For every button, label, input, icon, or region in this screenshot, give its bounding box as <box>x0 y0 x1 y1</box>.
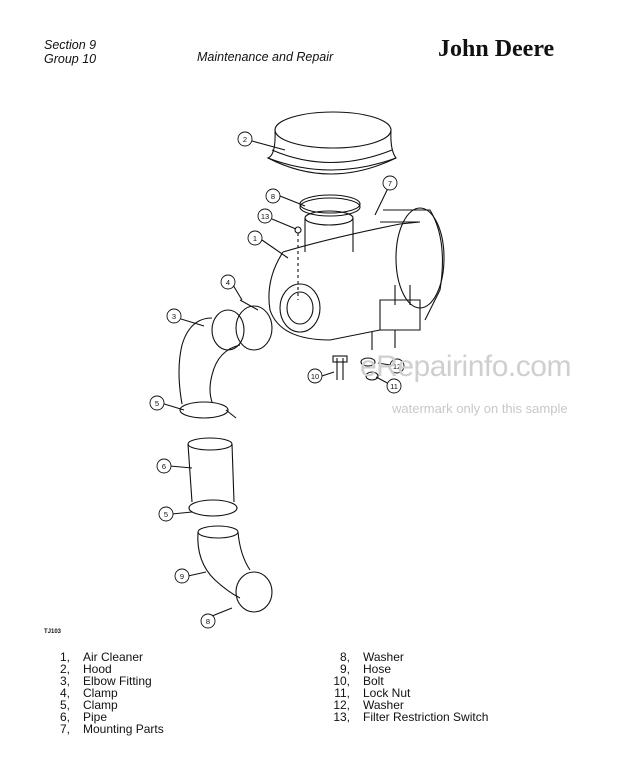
callout-circle <box>265 188 281 204</box>
callout-circle <box>166 308 182 324</box>
figure-code: TJ103 <box>44 629 62 635</box>
legend-row: 13, Filter Restriction Switch <box>328 711 488 723</box>
exploded-parts-diagram: 2 7 8 13 1 4 3 10 12 11 5 6 5 9 8 <box>149 111 445 629</box>
legend-row: 2, Hood <box>48 663 164 675</box>
callout-label: 9 <box>180 572 184 581</box>
section-group-label: Section 9 Group 10 <box>44 38 96 66</box>
page-title: Maintenance and Repair <box>197 50 334 64</box>
watermark-main: eRepairinfo.com <box>360 350 571 383</box>
callout-circle <box>307 368 323 384</box>
parts-legend-right: 8, Washer 9, Hose 10, Bolt 11, Lock Nut 12, W… <box>328 651 488 723</box>
legend-number: 1, <box>59 650 70 664</box>
callout-circle <box>247 230 263 246</box>
legend-row: 5, Clamp <box>48 699 164 711</box>
legend-number: 10, <box>333 674 350 688</box>
legend-number: 9, <box>339 662 350 676</box>
air-cleaner-drawing <box>268 207 445 350</box>
callout-label: 5 <box>155 399 159 408</box>
callout-circle <box>237 131 253 147</box>
legend-number: 4, <box>59 686 70 700</box>
legend-name: Washer <box>363 698 404 712</box>
legend-number: 13, <box>333 710 350 724</box>
callout-label: 6 <box>162 462 166 471</box>
brand-logo: John Deere <box>438 36 555 62</box>
legend-name: Lock Nut <box>363 686 411 700</box>
callout-circle <box>149 395 165 411</box>
callout-circle <box>156 458 172 474</box>
section-label: Section 9 <box>44 38 97 52</box>
callout-label: 1 <box>253 234 257 243</box>
legend-name: Pipe <box>83 710 108 724</box>
legend-name: Filter Restriction Switch <box>363 710 489 724</box>
callout-circle <box>174 568 190 584</box>
callout-label: 8 <box>206 617 210 626</box>
legend-row: 4, Clamp <box>48 687 164 699</box>
legend-name: Bolt <box>363 674 384 688</box>
legend-number: 11, <box>334 686 350 700</box>
legend-number: 7, <box>59 722 70 736</box>
legend-row: 12, Washer <box>328 699 488 711</box>
hood-drawing <box>266 111 397 175</box>
callout-label: 7 <box>388 179 392 188</box>
legend-name: Mounting Parts <box>83 722 164 736</box>
callout-label: 10 <box>311 372 319 381</box>
elbow-fitting-drawing <box>178 309 245 405</box>
callout-label: 8 <box>271 192 275 201</box>
callout-circle <box>389 358 405 374</box>
legend-name: Hose <box>363 662 392 676</box>
legend-number: 5, <box>59 698 70 712</box>
legend-row: 1, Air Cleaner <box>48 651 164 663</box>
callout-circle <box>257 208 273 224</box>
legend-row: 6, Pipe <box>48 711 164 723</box>
callout-label: 4 <box>226 278 230 287</box>
legend-name: Clamp <box>83 686 118 700</box>
legend-name: Clamp <box>83 698 118 712</box>
legend-row: 10, Bolt <box>328 675 488 687</box>
hose-drawing <box>197 525 273 613</box>
legend-row: 3, Elbow Fitting <box>48 675 164 687</box>
legend-row: 7, Mounting Parts <box>48 723 164 735</box>
callout-circle <box>158 506 174 522</box>
callout-circle <box>382 175 398 191</box>
callout-label: 3 <box>172 312 176 321</box>
callout-circle <box>200 613 216 629</box>
legend-number: 6, <box>59 710 70 724</box>
callout-label: 13 <box>261 212 269 221</box>
callout-label: 5 <box>164 510 168 519</box>
group-label: Group 10 <box>44 52 97 66</box>
legend-number: 12, <box>333 698 350 712</box>
legend-row: 11, Lock Nut <box>328 687 488 699</box>
callout-label: 2 <box>243 135 247 144</box>
callout-circle <box>220 274 236 290</box>
legend-row: 8, Washer <box>328 651 488 663</box>
legend-name: Washer <box>363 650 404 664</box>
legend-number: 2, <box>59 662 70 676</box>
watermark-sub: watermark only on this sample <box>392 401 568 416</box>
callout-circle <box>386 378 402 394</box>
legend-row: 9, Hose <box>328 663 488 675</box>
legend-name: Air Cleaner <box>83 650 144 664</box>
callout-label: 11 <box>390 382 398 391</box>
parts-legend-left: 1, Air Cleaner 2, Hood 3, Elbow Fitting 4, C… <box>48 651 164 735</box>
callout-label: 12 <box>393 362 401 371</box>
pipe-drawing <box>187 437 235 503</box>
legend-number: 8, <box>339 650 350 664</box>
legend-name: Elbow Fitting <box>83 674 152 688</box>
legend-number: 3, <box>59 674 70 688</box>
legend-name: Hood <box>83 662 112 676</box>
